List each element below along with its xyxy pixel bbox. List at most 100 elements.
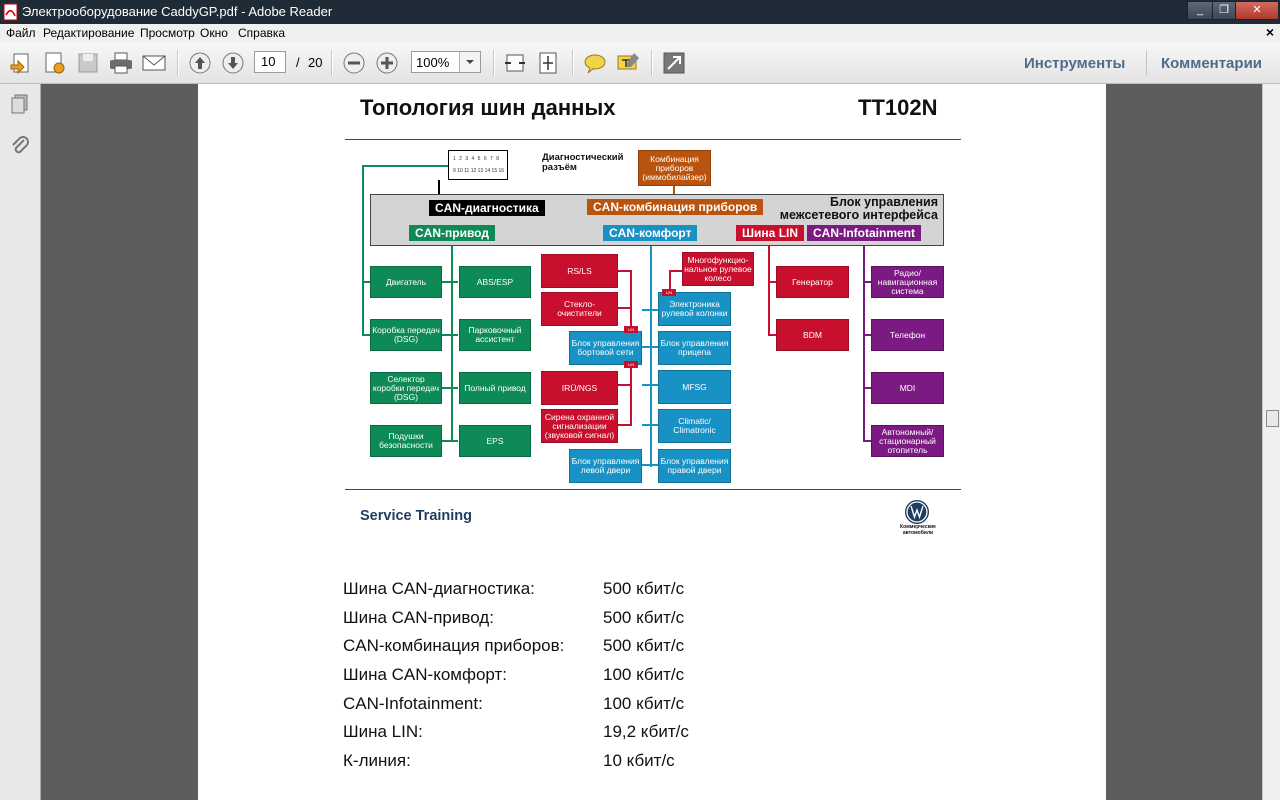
divider <box>345 139 961 140</box>
document-code: TT102N <box>858 95 938 120</box>
radio-navigation-box: Радио/ навигационная система <box>871 266 944 298</box>
pdf-app-icon <box>3 3 18 21</box>
toolbar-separator <box>331 50 333 76</box>
climatronic-box: Climatic/ Climatronic <box>658 409 731 443</box>
lin-line <box>630 270 632 330</box>
toolbar: 10 / 20 100% Инструменты Комментарии <box>0 43 1280 84</box>
diagnostic-connector-label: Диагностический разъём <box>542 152 624 173</box>
menu-file[interactable]: Файл <box>6 26 36 40</box>
menu-window[interactable]: Окно <box>200 26 228 40</box>
close-document-icon[interactable]: × <box>1265 24 1274 40</box>
toolbar-separator <box>572 50 574 76</box>
fit-page-icon[interactable] <box>534 49 562 77</box>
zoom-select[interactable]: 100% <box>411 51 481 73</box>
diag-line <box>768 334 776 336</box>
can-cluster-label: CAN-комбинация приборов <box>587 199 764 215</box>
chevron-down-icon[interactable] <box>459 52 480 72</box>
lin-line <box>618 307 632 309</box>
maximize-button[interactable]: ❐ <box>1212 1 1236 20</box>
lin-bus-label: Шина LIN <box>736 225 805 241</box>
spec-label: Шина CAN-комфорт: <box>343 665 507 684</box>
toolbar-separator <box>493 50 495 76</box>
menu-view[interactable]: Просмотр <box>140 26 195 40</box>
iru-ngs-box: IRÜ/NGS <box>541 371 618 405</box>
spec-label: CAN-Infotainment: <box>343 694 483 713</box>
highlight-text-icon[interactable] <box>614 49 642 77</box>
zoom-value: 100% <box>416 55 450 70</box>
spec-label: К-линия: <box>343 751 411 770</box>
diag-line <box>438 180 440 194</box>
diag-line <box>642 424 658 426</box>
next-page-icon[interactable] <box>219 49 247 77</box>
aux-heater-box: Автономный/ стационарный отопитель <box>871 425 944 457</box>
diag-line <box>863 334 871 336</box>
bdm-box: BDM <box>776 319 849 351</box>
save-icon[interactable] <box>74 49 102 77</box>
diag-line <box>863 440 871 442</box>
close-window-button[interactable]: ✕ <box>1235 1 1279 20</box>
divider <box>345 489 961 490</box>
toolbar-separator <box>177 50 179 76</box>
engine-box: Двигатель <box>370 266 442 298</box>
zoom-out-icon[interactable] <box>340 49 368 77</box>
create-pdf-icon[interactable] <box>40 49 68 77</box>
previous-page-icon[interactable] <box>186 49 214 77</box>
spec-value: 19,2 кбит/с <box>603 722 689 741</box>
rs-ls-box: RS/LS <box>541 254 618 288</box>
can-drive-label: CAN-привод <box>409 225 495 241</box>
lin-line <box>669 270 683 272</box>
fit-width-icon[interactable] <box>501 49 529 77</box>
minimize-button[interactable]: _ <box>1187 1 1213 20</box>
spec-value: 100 кбит/с <box>603 665 685 684</box>
spec-value: 100 кбит/с <box>603 694 685 713</box>
menu-help[interactable]: Справка <box>238 26 286 40</box>
diag-line <box>362 281 370 283</box>
lin-bus-line <box>768 240 770 336</box>
diag-line <box>442 440 458 442</box>
open-file-icon[interactable] <box>8 49 36 77</box>
attachments-icon[interactable] <box>8 134 32 158</box>
diag-line <box>863 281 871 283</box>
lin-tag: LIN <box>624 361 638 368</box>
vw-logo-icon <box>905 500 929 524</box>
lin-line <box>630 366 632 426</box>
diag-line <box>642 464 658 466</box>
pages-icon[interactable] <box>8 92 32 116</box>
can-info-label: CAN-Infotainment <box>807 225 921 241</box>
diag-line <box>442 281 458 283</box>
menu-edit[interactable]: Редактирование <box>43 26 135 40</box>
connector-pins-top: 1 2 3 4 5 6 7 8 <box>453 156 500 162</box>
diag-line <box>442 387 458 389</box>
spec-label: CAN-комбинация приборов: <box>343 636 565 655</box>
lin-tag: LIN <box>662 289 676 296</box>
eps-box: EPS <box>459 425 531 457</box>
bus-topology-diagram: 1 2 3 4 5 6 7 8 9 10 11 12 13 14 15 16 Д… <box>198 84 1106 504</box>
fullscreen-icon[interactable] <box>660 49 688 77</box>
zoom-in-icon[interactable] <box>373 49 401 77</box>
airbag-box: Подушки безопасности <box>370 425 442 457</box>
diag-line <box>642 384 658 386</box>
cluster-line <box>673 185 675 197</box>
can-drive-line <box>451 240 453 442</box>
comments-panel-button[interactable]: Комментарии <box>1161 55 1263 72</box>
spec-label: Шина CAN-диагностика: <box>343 579 535 598</box>
print-icon[interactable] <box>107 49 135 77</box>
page-separator: / <box>296 55 300 70</box>
right-door-box: Блок управления правой двери <box>658 449 731 483</box>
diag-line <box>362 165 452 167</box>
vertical-scrollbar[interactable] <box>1262 84 1280 800</box>
diag-line <box>768 281 776 283</box>
gateway-title: Блок управления межсетевого интерфейса <box>779 195 938 222</box>
can-comfort-label: CAN-комфорт <box>603 225 698 241</box>
comment-icon[interactable] <box>581 49 609 77</box>
scroll-thumb[interactable] <box>1266 410 1279 427</box>
onboard-network-box: Блок управления бортовой сети <box>569 331 642 365</box>
toolbar-separator <box>651 50 653 76</box>
email-icon[interactable] <box>140 49 168 77</box>
left-door-box: Блок управления левой двери <box>569 449 642 483</box>
awd-box: Полный привод <box>459 372 531 404</box>
tools-panel-button[interactable]: Инструменты <box>1024 55 1126 72</box>
vw-caption: Коммерческие автомобили <box>900 524 936 536</box>
page-number-input[interactable]: 10 <box>254 51 286 73</box>
park-assist-box: Парковочный ассистент <box>459 319 531 351</box>
